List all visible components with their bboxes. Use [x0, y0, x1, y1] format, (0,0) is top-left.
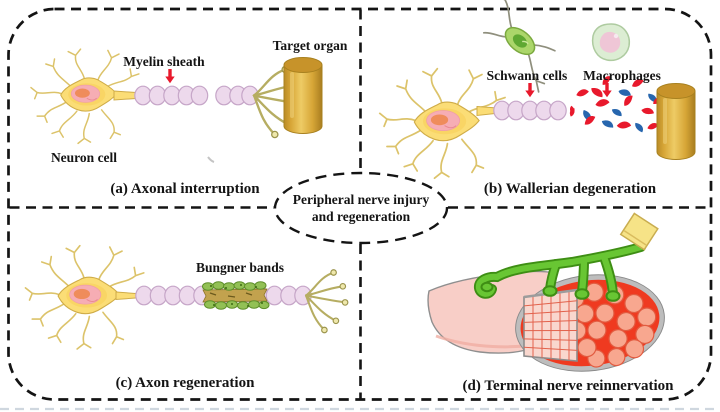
motor-end-plates — [480, 281, 621, 302]
target-organ-cylinder-b — [655, 81, 697, 162]
panel-b-wallerian-degeneration: Schwann cells Macrophages (b) Wallerian … — [378, 0, 697, 197]
nerve-stub — [619, 212, 659, 251]
panel-d-terminal-nerve-reinnervation: (d) Terminal nerve reinnervation — [427, 212, 675, 394]
center-label-line1: Peripheral nerve injury — [293, 192, 430, 207]
panel-dividers — [9, 9, 710, 399]
macrophage-pointer-arrow-icon — [602, 83, 612, 98]
panel-b-caption: (b) Wallerian degeneration — [484, 181, 657, 197]
panel-a-caption: (a) Axonal interruption — [110, 181, 260, 197]
motor-nerve — [474, 242, 646, 302]
myelin-sheath-proximal-a — [134, 85, 209, 106]
center-title-ellipse: Peripheral nerve injury and regeneration — [273, 171, 449, 245]
schwann-cell-icon — [482, 0, 556, 93]
center-label-line2: and regeneration — [312, 209, 411, 224]
target-organ-cylinder-a — [282, 55, 324, 136]
stray-mark — [207, 156, 215, 163]
panel-a-axonal-interruption: Myelin sheath Target organ Neuron cell (… — [30, 38, 348, 197]
bungner-bands-label: Bungner bands — [196, 260, 284, 275]
neuron-cell-b — [378, 67, 506, 180]
schwann-pointer-arrow-icon — [525, 83, 535, 98]
panel-d-caption: (d) Terminal nerve reinnervation — [463, 378, 675, 394]
macrophages-label: Macrophages — [583, 68, 661, 83]
panel-c-caption: (c) Axon regeneration — [116, 375, 256, 391]
nerve-terminals-c — [304, 268, 349, 334]
muscle-cut-face — [523, 288, 578, 362]
bungner-bands — [202, 281, 270, 310]
schwann-cells-label: Schwann cells — [487, 68, 568, 83]
myelin-pointer-arrow-icon — [165, 69, 175, 84]
target-organ-label: Target organ — [273, 38, 348, 53]
myelin-sheath-distal-a — [215, 85, 259, 106]
macrophage-cell-icon — [591, 23, 631, 62]
neuron-cell-label: Neuron cell — [51, 150, 117, 165]
panel-c-axon-regeneration: Bungner bands (c) Axon regeneration — [24, 244, 349, 391]
myelin-sheath-b — [493, 100, 567, 121]
outer-dashed-border — [7, 7, 713, 401]
myelin-sheath-label: Myelin sheath — [123, 54, 205, 69]
